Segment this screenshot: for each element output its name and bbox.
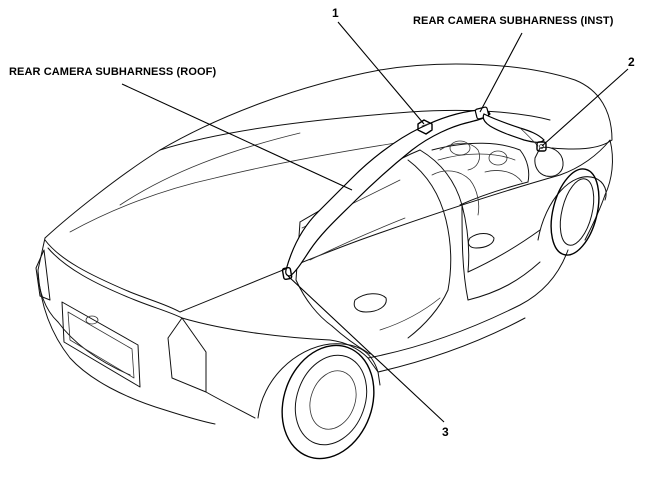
callout-1: 1: [332, 6, 339, 20]
car-body: [35, 63, 613, 460]
roof-harness-label: REAR CAMERA SUBHARNESS (ROOF): [9, 66, 217, 78]
inst-harness-label: REAR CAMERA SUBHARNESS (INST): [413, 15, 614, 27]
connector-3: [281, 266, 293, 280]
connector-2: [536, 141, 547, 152]
connector-1: [417, 119, 433, 135]
rear-camera-subharness-roof: [285, 106, 491, 277]
door-opening: [295, 140, 541, 355]
rear-camera-subharness-inst: [482, 113, 545, 147]
leader-lines: [121, 21, 629, 423]
callout-2: 2: [628, 55, 635, 69]
callout-3: 3: [442, 425, 449, 439]
